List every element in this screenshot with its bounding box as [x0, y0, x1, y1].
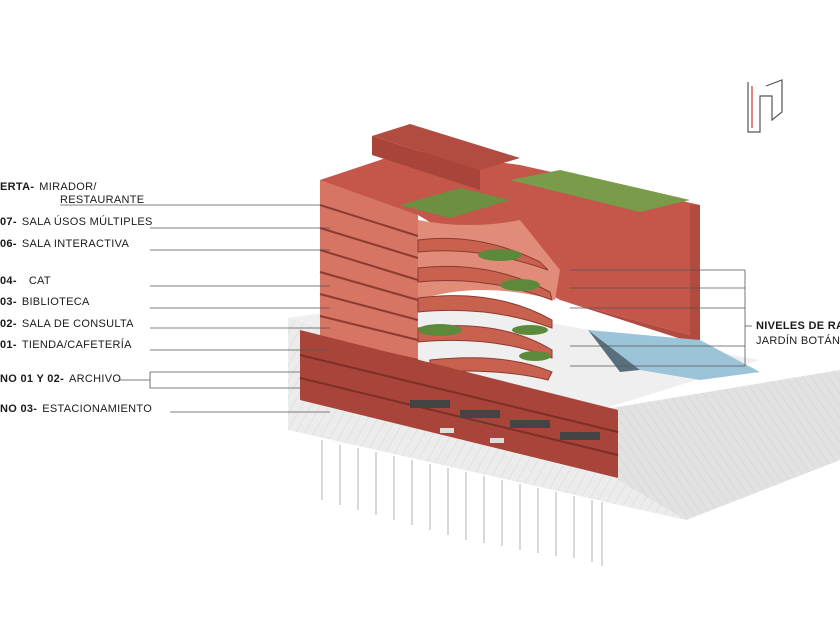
label-level-03: 03- BIBLIOTECA [0, 296, 90, 309]
label-sotano-03: NO 03- ESTACIONAMIENTO [0, 403, 152, 416]
label-name: ARCHIVO [69, 373, 122, 385]
label-name: BIBLIOTECA [21, 296, 90, 308]
label-level: 02- [0, 318, 17, 330]
label-name: TIENDA/CAFETERÍA [21, 339, 132, 351]
label-level-01: 01- TIENDA/CAFETERÍA [0, 339, 132, 352]
label-name: SALA DE CONSULTA [21, 318, 134, 330]
label-terraza-line2: RESTAURANTE [60, 194, 144, 207]
label-level: NO 03- [0, 403, 38, 415]
label-level: ERTA- [0, 181, 35, 193]
architect-logo-icon [747, 79, 783, 133]
label-name-line2: RESTAURANTE [60, 194, 145, 206]
label-level: 03- [0, 296, 17, 308]
label-level-06: 06- SALA INTERACTIVA [0, 238, 129, 251]
label-level-02: 02- SALA DE CONSULTA [0, 318, 134, 331]
label-level-07: 07- SALA ÚSOS MÚLTIPLES [0, 216, 153, 229]
label-level: 07- [0, 216, 17, 228]
label-botanic-garden: JARDÍN BOTÁNIC [756, 335, 840, 347]
label-name: SALA ÚSOS MÚLTIPLES [21, 216, 153, 228]
label-level-04: 04- CAT [0, 275, 51, 288]
label-level: 04- [0, 275, 17, 287]
right-leader-lines [570, 269, 752, 367]
label-level: 01- [0, 339, 17, 351]
label-level: NO 01 Y 02- [0, 373, 65, 385]
label-ramp-levels: NIVELES DE RAM [756, 320, 840, 332]
foundation-piles [321, 440, 603, 566]
label-sotano-01-02: NO 01 Y 02- ARCHIVO [0, 373, 121, 386]
label-name: MIRADOR/ [39, 181, 97, 193]
label-terraza: ERTA- MIRADOR/ [0, 181, 97, 194]
label-name: ESTACIONAMIENTO [42, 403, 153, 415]
label-name: CAT [28, 275, 51, 287]
label-level: 06- [0, 238, 17, 250]
building-body [299, 124, 760, 478]
left-leader-lines [60, 204, 330, 413]
label-name: SALA INTERACTIVA [21, 238, 130, 250]
